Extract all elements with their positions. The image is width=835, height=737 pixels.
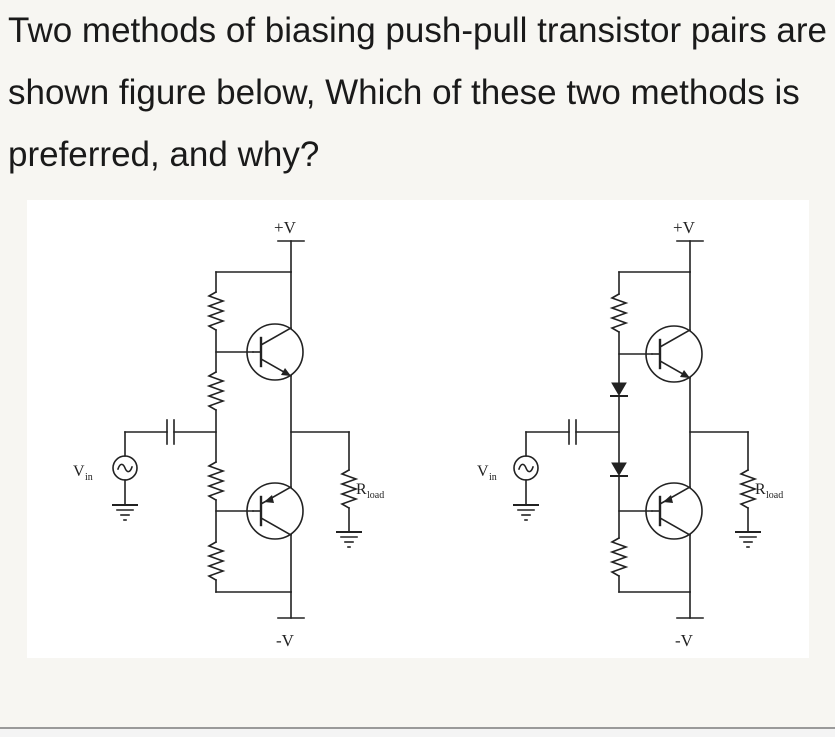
right-coupling-capacitor: [525, 419, 620, 445]
right-vin-source: [513, 431, 539, 521]
right-supply-neg-label: -V: [675, 631, 694, 650]
left-supply-pos-label: +V: [274, 218, 297, 237]
diode-upper-icon: [611, 382, 627, 396]
left-pnp-transistor: [246, 482, 304, 593]
left-rload-label: R: [356, 481, 367, 498]
left-supply-neg-label: -V: [276, 631, 295, 650]
circuit-figure: +V: [27, 200, 809, 658]
diode-lower-icon: [611, 462, 627, 476]
right-npn-transistor: [645, 271, 703, 383]
left-bias-resistors: [206, 271, 226, 593]
left-rload-subscript: load: [367, 490, 384, 501]
right-vin-label: V: [477, 463, 489, 480]
right-load-resistor: [735, 431, 761, 548]
left-load-resistor: [336, 431, 362, 548]
right-rload-subscript: load: [766, 490, 783, 501]
right-circuit: +V: [477, 218, 783, 650]
left-coupling-capacitor: [124, 419, 217, 445]
right-supply-pos-label: +V: [673, 218, 696, 237]
left-circuit: +V: [73, 218, 384, 650]
answer-input-area[interactable]: [0, 727, 835, 737]
question-text: Two methods of biasing push-pull transis…: [8, 11, 828, 174]
right-bias-chain: [609, 271, 629, 593]
right-pnp-transistor: [645, 482, 703, 593]
right-vin-subscript: in: [489, 472, 497, 483]
left-vin-label: V: [73, 463, 85, 480]
left-npn-transistor: [246, 271, 304, 381]
left-vin-subscript: in: [85, 472, 93, 483]
right-rload-label: R: [755, 481, 766, 498]
left-vin-source: [112, 431, 138, 521]
